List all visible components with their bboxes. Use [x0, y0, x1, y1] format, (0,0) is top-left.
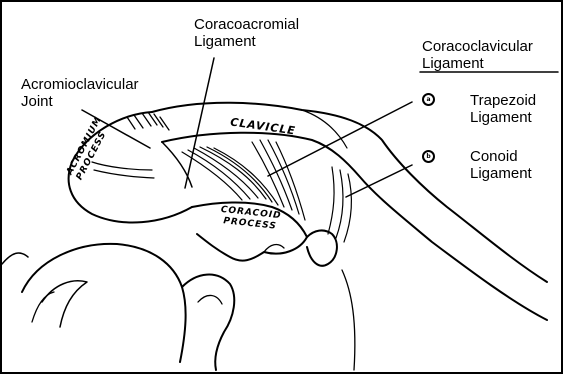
acromioclavicular-line2: Joint: [21, 93, 53, 110]
coracoclavicular-line1: Coracoclavicular: [422, 38, 533, 55]
acromioclavicular-line1: Acromioclavicular: [21, 76, 139, 93]
trapezoid-leader: [268, 102, 412, 176]
marker-b: b: [422, 150, 435, 163]
trapezoid-label: Trapezoid Ligament: [470, 92, 536, 126]
marker-a: a: [422, 93, 435, 106]
conoid-line2: Ligament: [470, 165, 532, 182]
conoid-leader: [346, 165, 412, 197]
trapezoid-line1: Trapezoid: [470, 92, 536, 109]
trapezoid-line2: Ligament: [470, 109, 532, 126]
conoid-line1: Conoid: [470, 148, 518, 165]
conoid-label: Conoid Ligament: [470, 148, 532, 182]
coracoacromial-line2: Ligament: [194, 33, 256, 50]
coracoclavicular-line2: Ligament: [422, 55, 484, 72]
humerus-bone: [2, 244, 355, 370]
acromioclavicular-label: Acromioclavicular Joint: [21, 76, 139, 110]
coracoacromial-line1: Coracoacromial: [194, 16, 299, 33]
clavicle-bone: [152, 103, 547, 320]
coracoacromial-leader: [185, 58, 214, 188]
coracoclavicular-heading: Coracoclavicular Ligament: [422, 38, 533, 72]
coracoacromial-label: Coracoacromial Ligament: [194, 16, 299, 50]
